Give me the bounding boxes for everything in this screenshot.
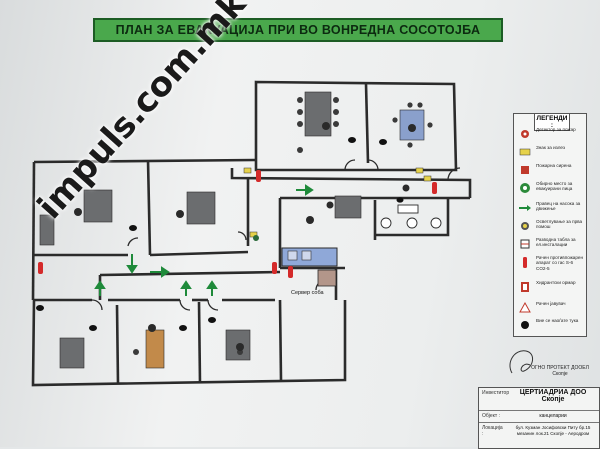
server-room-label: Сервер соба: [291, 290, 324, 296]
legend-item-label: Рачен противпожарен апарат со гас S-6 CO…: [536, 255, 583, 271]
legend-item: Осветлување за прва помош: [516, 218, 584, 234]
title-block-client-row: Инвеститор ЦЕРТИАДРИА ДОО Скопје: [479, 388, 599, 410]
manual-call-point-icons: [36, 137, 404, 331]
title-block-location-row: Локација : бул. Кузман Јосифовски Питу б…: [479, 422, 599, 449]
server-room-fill: [317, 269, 337, 287]
legend-item: Рачен јавувач: [516, 300, 584, 316]
title-block-object-row: Објект : канцеларии: [479, 410, 599, 423]
legend-item-label: Правец на насока за движење: [536, 201, 581, 212]
exit-sign-icons: [243, 167, 432, 238]
fire-alarm-icon: [518, 164, 532, 176]
desk-wood: [145, 329, 165, 369]
emergency-light-icon: [518, 220, 532, 232]
legend-item-label: Вие се наоѓате тука: [536, 318, 579, 323]
legend-item: Хидрантски ормар: [516, 279, 584, 295]
legend-item-label: Хидрантски ормар: [536, 280, 576, 285]
evacuation-arrow-icon: [518, 202, 532, 214]
legend-item: Правец на насока за движење: [516, 200, 584, 216]
furniture: [39, 91, 362, 369]
legend-item-label: Разводна табла за ел.инсталации: [536, 237, 576, 248]
manual-call-point-icon: [518, 302, 532, 314]
legend-item-label: Детектор за пожар: [536, 127, 576, 132]
plan-title: ПЛАН ЗА ЕВАКУАЦИЈА ПРИ ВО ВОНРЕДНА СОСОТ…: [93, 18, 503, 42]
fire-extinguisher-icon: [518, 256, 532, 268]
legend-item: Разводна табла за ел.инсталации: [516, 236, 584, 252]
signature-mark: [509, 350, 533, 374]
smoke-detector-icons: [74, 122, 416, 351]
stamp-text: ОГНО ПРОТЕКТ ДООЕЛ Скопје: [531, 365, 589, 377]
client-name: ЦЕРТИАДРИА ДОО Скопје: [519, 389, 587, 403]
smoke-detector-icon: [518, 128, 532, 140]
legend-panel: ЛЕГЕНДИ : Детектор за пожар Знак за изле…: [513, 113, 587, 337]
legend-item-label: Обирно место за евакуирани лица: [536, 181, 573, 192]
assembly-point-marker: [253, 235, 259, 241]
distribution-panel-icon: [518, 238, 532, 250]
plan-walls: [31, 80, 472, 387]
legend-item-label: Пожарна сирена: [536, 163, 572, 168]
object-label: Објект :: [482, 413, 500, 419]
title-block: Инвеститор ЦЕРТИАДРИА ДОО Скопје Објект …: [478, 387, 600, 449]
legend-item: Вие се наоѓате тука: [516, 317, 584, 333]
fire-extinguisher-icons: [38, 170, 437, 278]
legend-item-label: Рачен јавувач: [536, 301, 566, 306]
location-label: Локација :: [482, 425, 503, 437]
legend-item: Обирно место за евакуирани лица: [516, 180, 584, 196]
legend-item: Рачен противпожарен апарат со гас S-6 CO…: [516, 254, 584, 276]
assembly-point-icon: [518, 182, 532, 194]
legend-item-label: Знак за излез: [536, 145, 565, 150]
object-value: канцеларии: [539, 413, 567, 419]
legend-item: Пожарна сирена: [516, 162, 584, 178]
evacuation-arrow-icons: [94, 184, 314, 296]
yellow-sign-icon: [518, 146, 532, 158]
client-label: Инвеститор: [482, 390, 510, 396]
legend-item: Знак за излез: [516, 144, 584, 160]
restroom-fixtures: [380, 204, 442, 229]
legend-heading: ЛЕГЕНДИ :: [534, 113, 570, 131]
location-value: бул. Кузман Јосифовски Питу бр.15 мезани…: [515, 425, 591, 436]
legend-item-label: Осветлување за прва помош: [536, 219, 583, 230]
legend-item: Детектор за пожар: [516, 126, 584, 142]
you-are-here-icon: [518, 319, 532, 331]
hydrant-icon: [518, 281, 532, 293]
stamp-area: ОГНО ПРОТЕКТ ДООЕЛ Скопје: [500, 343, 590, 387]
